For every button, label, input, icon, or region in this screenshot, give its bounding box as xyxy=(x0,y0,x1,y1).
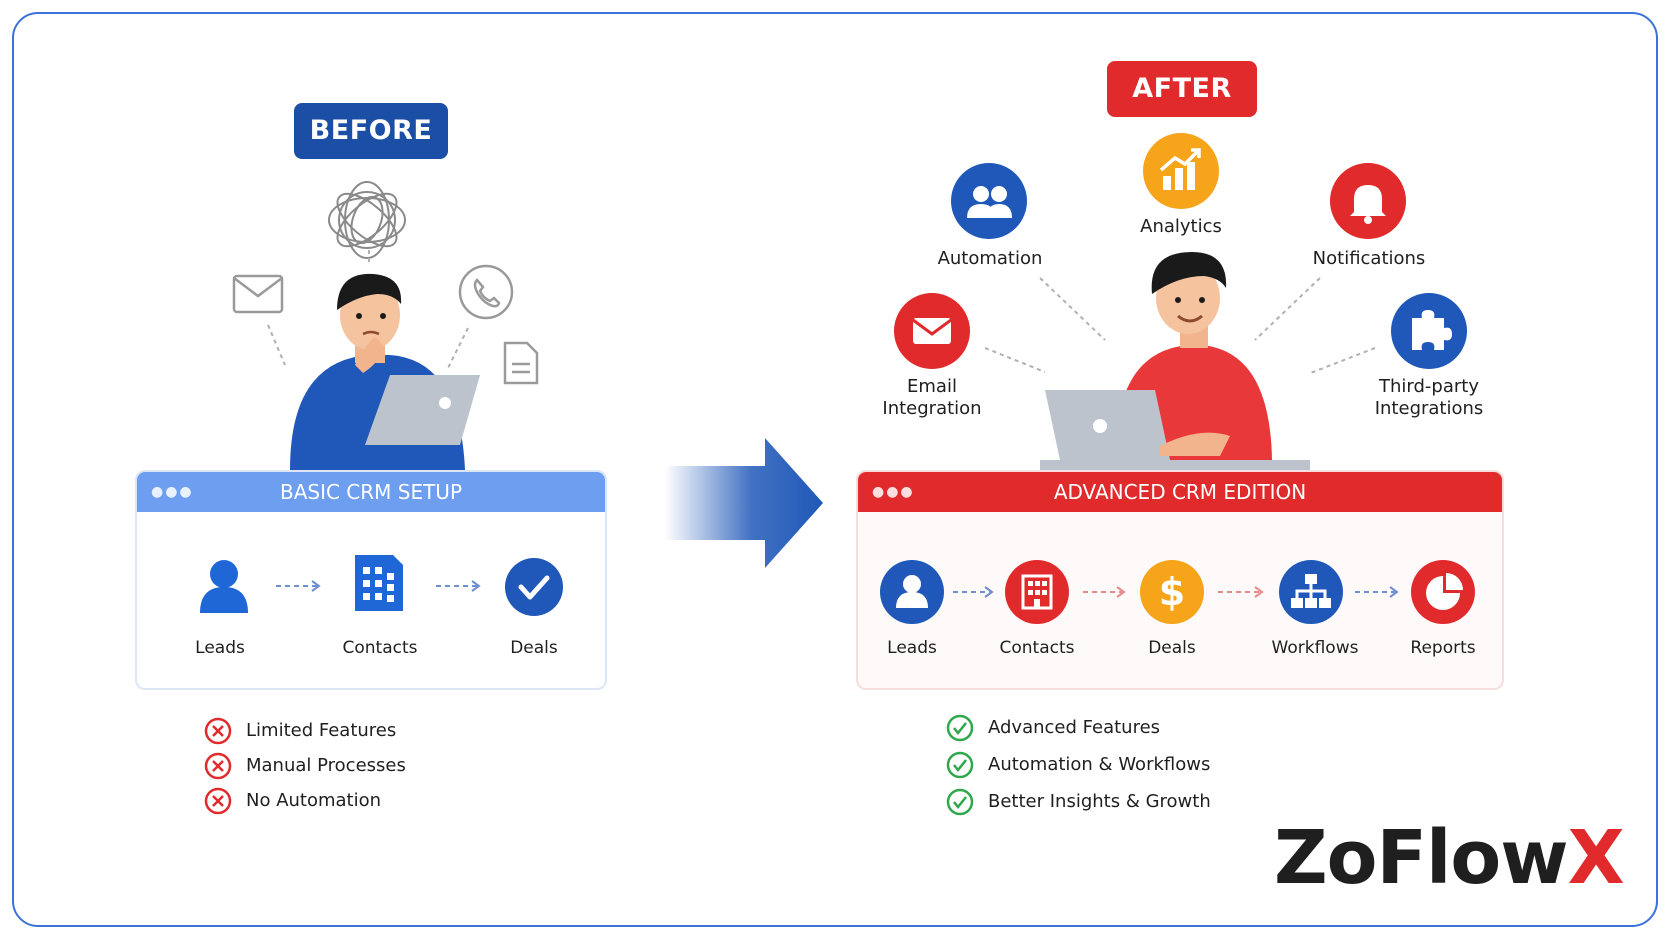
before-flow-contacts-label: Contacts xyxy=(342,638,418,658)
building-icon xyxy=(355,555,403,611)
feature-automation-label: Automation xyxy=(937,248,1043,269)
after-flow-reports-label: Reports xyxy=(1410,638,1476,658)
logo-accent-x: X xyxy=(1567,815,1625,901)
issue-manual-processes: Manual Processes xyxy=(246,755,406,776)
check-circle-icon xyxy=(946,751,974,779)
after-flow-workflows-label: Workflows xyxy=(1271,638,1359,658)
window-dots: ●●● xyxy=(151,484,194,500)
bell-icon xyxy=(1330,163,1406,239)
after-flow-deals-label: Deals xyxy=(1148,638,1196,658)
puzzle-icon xyxy=(1391,293,1467,369)
issue-limited-features: Limited Features xyxy=(246,720,397,741)
issue-no-automation: No Automation xyxy=(246,790,382,811)
zoflowx-logo: ZoFlowX xyxy=(1274,815,1625,901)
phone-icon xyxy=(458,264,514,320)
feature-analytics-label: Analytics xyxy=(1140,216,1222,237)
before-flow-deals-label: Deals xyxy=(510,638,558,658)
envelope-icon xyxy=(232,274,284,314)
check-icon xyxy=(505,558,563,616)
feature-email-integration-label: Email Integration xyxy=(882,376,982,419)
person-icon xyxy=(200,560,248,613)
after-badge: AFTER xyxy=(1107,61,1257,117)
x-circle-icon xyxy=(204,752,232,780)
after-flow-contacts-label: Contacts xyxy=(999,638,1075,658)
tangle-icon xyxy=(328,181,406,259)
advanced-crm-title: ADVANCED CRM EDITION xyxy=(1053,480,1307,504)
benefit-advanced-features: Advanced Features xyxy=(988,717,1161,738)
users-icon xyxy=(951,163,1027,239)
x-circle-icon xyxy=(204,717,232,745)
after-flow-leads-label: Leads xyxy=(887,638,937,658)
x-circle-icon xyxy=(204,787,232,815)
thinking-person-illustration xyxy=(290,273,480,470)
person-icon xyxy=(880,560,944,624)
benefit-better-insights: Better Insights & Growth xyxy=(988,791,1211,812)
document-icon xyxy=(503,341,539,385)
advanced-crm-header: ●●● ADVANCED CRM EDITION xyxy=(858,472,1502,512)
arrow-icon xyxy=(665,438,823,568)
building-icon xyxy=(1005,560,1069,624)
happy-person-illustration xyxy=(1040,252,1310,472)
check-circle-icon xyxy=(946,714,974,742)
window-dots: ●●● xyxy=(872,484,915,500)
pie-icon xyxy=(1411,560,1475,624)
chart-icon xyxy=(1143,133,1219,209)
hierarchy-icon xyxy=(1279,560,1343,624)
svg-text:$: $ xyxy=(1159,570,1185,614)
feature-notifications-label: Notifications xyxy=(1312,248,1426,269)
envelope-icon xyxy=(894,293,970,369)
feature-third-party-label: Third-party Integrations xyxy=(1374,376,1484,419)
logo-main-text: ZoFlow xyxy=(1274,815,1569,901)
basic-crm-title: BASIC CRM SETUP xyxy=(279,480,463,504)
frame-border xyxy=(12,12,1658,927)
benefit-automation-workflows: Automation & Workflows xyxy=(988,754,1211,775)
before-flow-leads-label: Leads xyxy=(195,638,245,658)
check-circle-icon xyxy=(946,788,974,816)
basic-crm-header: ●●● BASIC CRM SETUP xyxy=(137,472,605,512)
before-badge: BEFORE xyxy=(294,103,448,159)
dollar-icon: $ xyxy=(1140,560,1204,624)
